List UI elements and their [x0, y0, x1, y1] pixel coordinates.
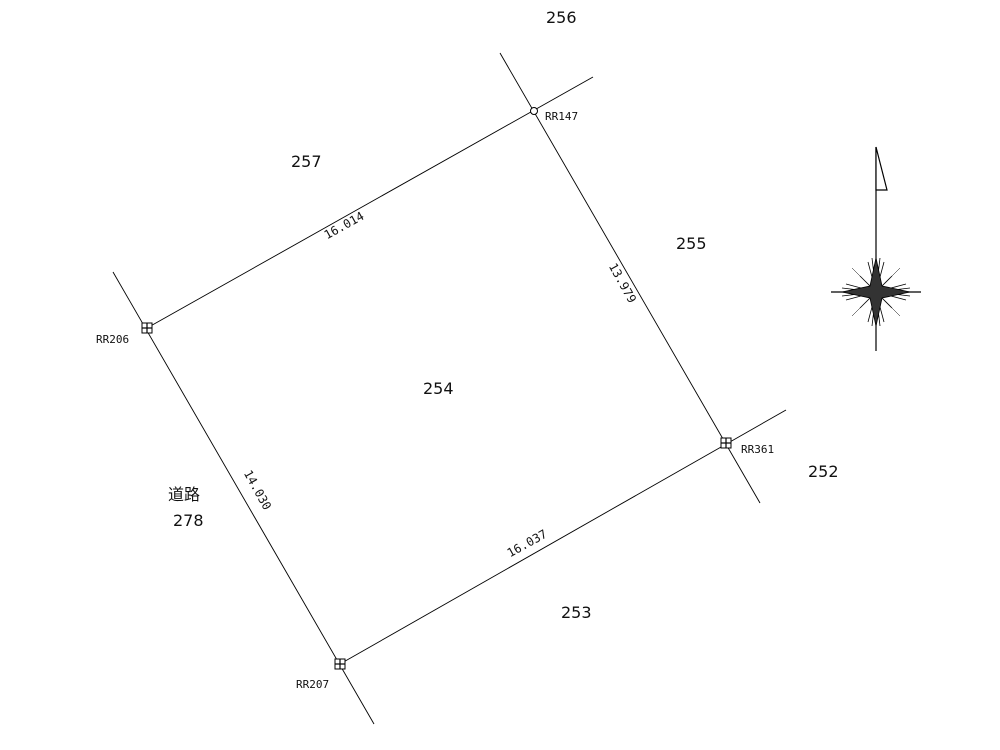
parcel-256: 256: [546, 8, 577, 27]
dimension-left: 14.030: [241, 468, 274, 513]
boundary-line-right: [499, 52, 761, 504]
boundary-line-bottom: [339, 409, 787, 665]
dimension-top: 16.014: [322, 209, 367, 242]
road-number: 278: [173, 511, 204, 530]
marker-rr147: [530, 107, 538, 115]
point-label-rr361: RR361: [741, 443, 774, 456]
parcel-257: 257: [291, 152, 322, 171]
parcel-252: 252: [808, 462, 839, 481]
parcel-254: 254: [423, 379, 454, 398]
north-arrow-icon: [831, 146, 921, 351]
boundary-line-left: [112, 271, 375, 725]
dimension-bottom: 16.037: [505, 527, 550, 560]
point-label-rr207: RR207: [296, 678, 329, 691]
compass-rose-icon: [841, 257, 911, 327]
road-name: 道路: [168, 485, 200, 504]
parcel-255: 255: [676, 234, 707, 253]
point-label-rr206: RR206: [96, 333, 129, 346]
dimension-right: 13.979: [606, 261, 639, 306]
boundary-line-top: [146, 76, 594, 329]
parcel-253: 253: [561, 603, 592, 622]
marker-rr207: [334, 658, 346, 670]
point-label-rr147: RR147: [545, 110, 578, 123]
marker-rr206: [141, 322, 153, 334]
marker-rr361: [720, 437, 732, 449]
